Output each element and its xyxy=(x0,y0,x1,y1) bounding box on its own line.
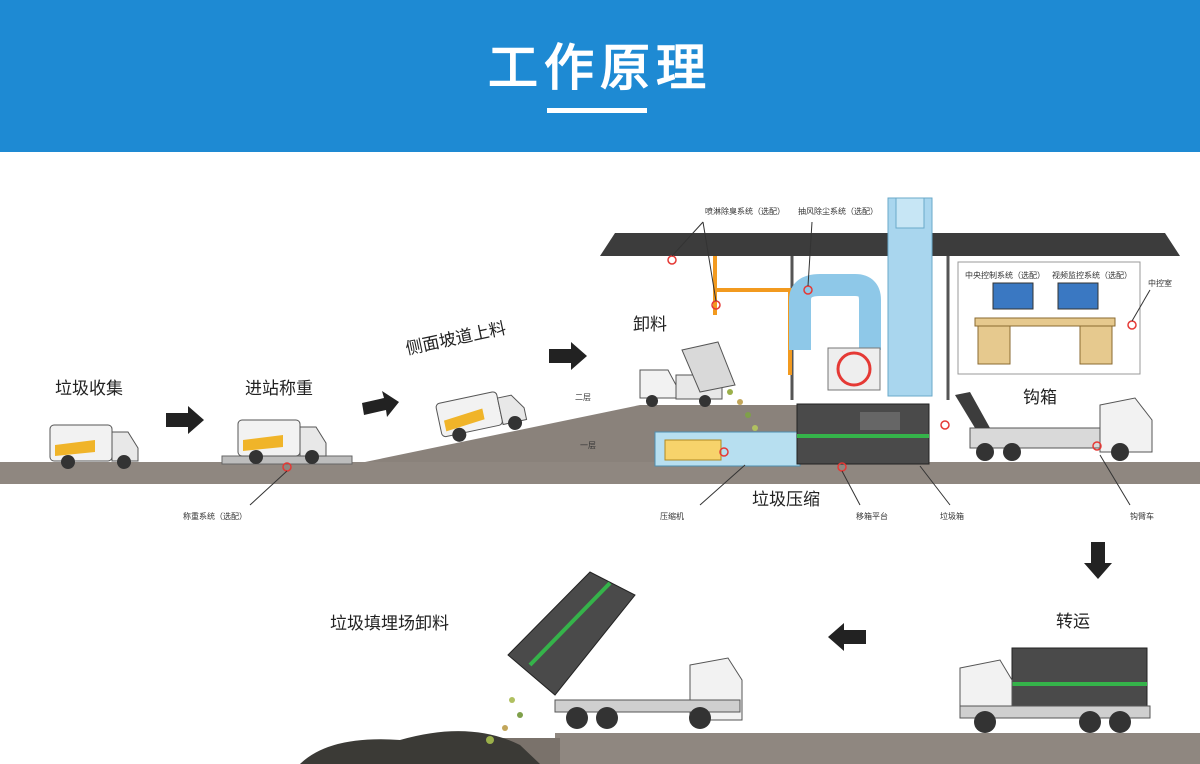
transfer-truck xyxy=(959,647,1151,733)
callout-monitor-1: 中央控制系统（选配） xyxy=(965,271,1045,280)
landfill-pile xyxy=(300,731,540,764)
callout-control-room: 中控室 xyxy=(1148,279,1172,288)
spray-pipe xyxy=(713,256,792,375)
callout-spray: 喷淋除臭系统（选配） xyxy=(705,207,785,216)
stage-compress: 垃圾压缩 xyxy=(752,490,820,510)
callout-garbage-box: 垃圾箱 xyxy=(940,512,964,521)
ground-upper xyxy=(0,462,1200,484)
dust-duct xyxy=(789,274,881,350)
callout-monitor-2: 视频监控系统（选配） xyxy=(1052,271,1132,280)
stage-unload: 卸料 xyxy=(633,315,667,335)
callout-floor-1: 一层 xyxy=(580,441,596,450)
stage-transfer: 转运 xyxy=(1056,612,1090,632)
arrow-down xyxy=(1084,542,1112,579)
stage-hook: 钩箱 xyxy=(1023,388,1057,408)
stage-landfill: 垃圾填埋场卸料 xyxy=(330,614,449,634)
dump-truck xyxy=(507,571,743,729)
hook-truck xyxy=(955,392,1153,461)
stage-weigh: 进站称重 xyxy=(245,379,313,399)
header-bar: 工作原理 xyxy=(0,0,1200,152)
van-weigh xyxy=(237,419,327,464)
arrow-right-1 xyxy=(166,406,204,434)
callout-compactor: 压缩机 xyxy=(660,512,684,521)
callout-weighbridge: 称重系统（选配） xyxy=(183,512,247,521)
van-unload xyxy=(639,341,736,407)
diagram-canvas xyxy=(0,197,1200,764)
callout-floor-2: 二层 xyxy=(575,393,591,402)
van-collect xyxy=(49,424,139,469)
desk xyxy=(974,317,1116,327)
callout-hook-truck: 钩臂车 xyxy=(1130,512,1154,521)
monitor-1 xyxy=(992,282,1034,310)
arrow-left xyxy=(828,623,866,651)
page-title: 工作原理 xyxy=(488,39,712,97)
ground-lower xyxy=(555,733,1200,764)
callout-dust: 抽风除尘系统（选配） xyxy=(798,207,878,216)
arrow-right-3 xyxy=(549,342,587,370)
arrow-right-2 xyxy=(362,391,399,417)
callout-shift-platform: 移箱平台 xyxy=(856,512,888,521)
van-ramp xyxy=(435,391,528,442)
monitor-2 xyxy=(1057,282,1099,310)
dust-stack-top xyxy=(895,197,925,229)
process-diagram: 垃圾收集 进站称重 侧面坡道上料 卸料 垃圾压缩 钩箱 转运 垃圾填埋场卸料 称… xyxy=(0,152,1200,764)
title-underline xyxy=(547,108,647,113)
stage-collect: 垃圾收集 xyxy=(55,379,123,399)
